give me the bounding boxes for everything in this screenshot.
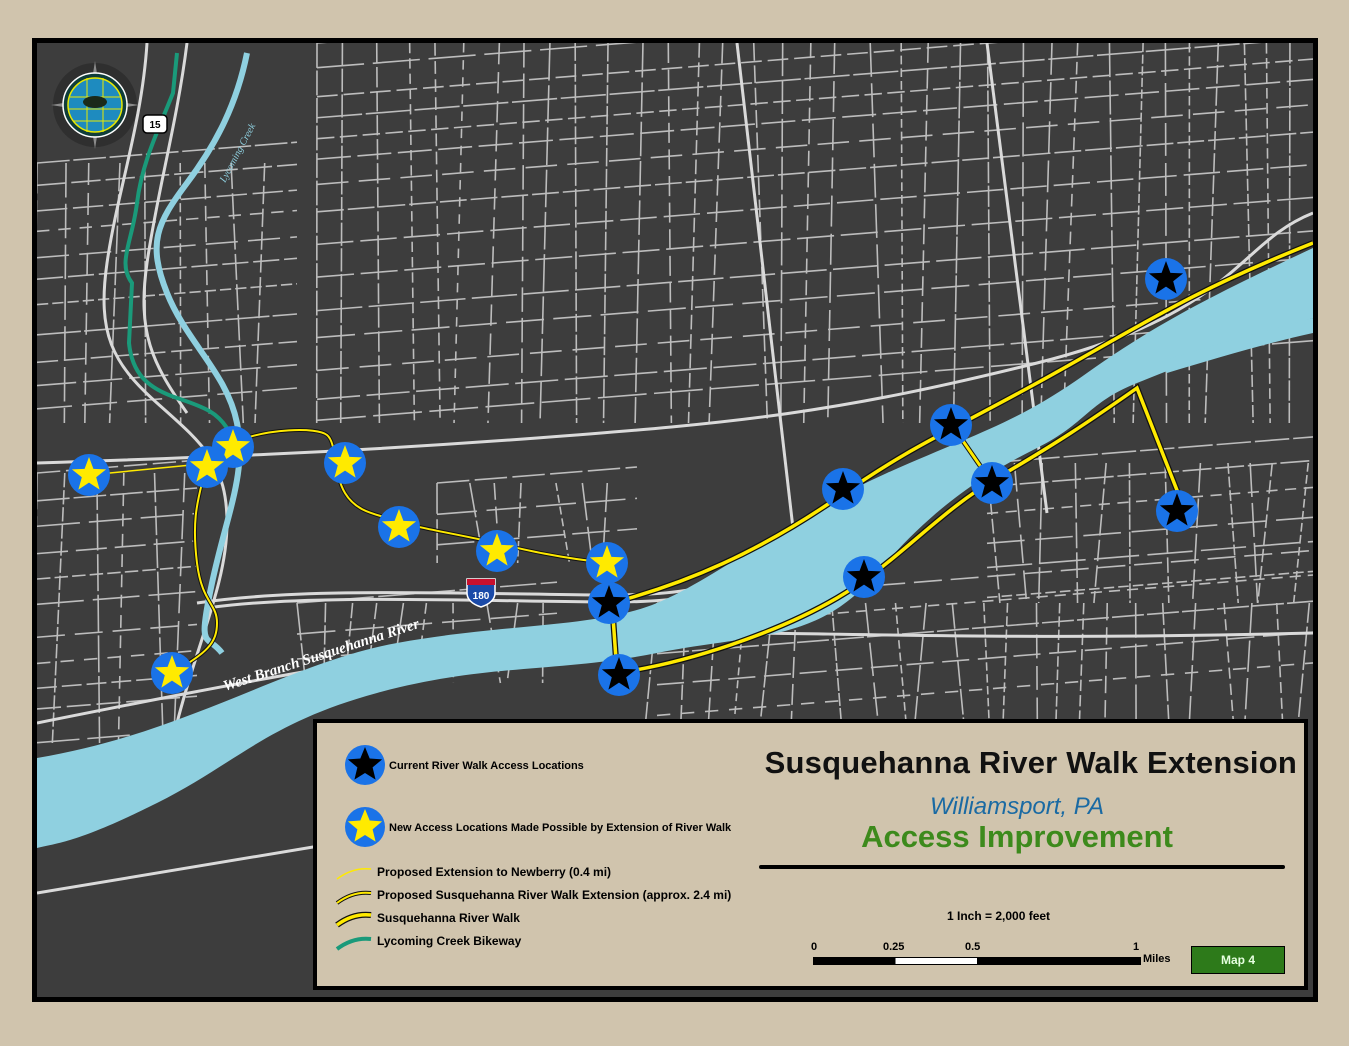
current-access-marker-4[interactable] [822,468,864,510]
proposed-river-walk-extension [171,428,610,675]
compass-rose-logo [51,61,139,149]
scale-tick-025: 0.25 [883,941,905,953]
lycoming-creek-bikeway [123,52,229,430]
new-access-marker-4[interactable] [324,442,366,484]
new-access-legend-icon [345,807,385,847]
legend-bikeway: Lycoming Creek Bikeway [377,934,522,948]
new-access-marker-3[interactable] [186,446,228,488]
scale-tick-1: 1 [1133,941,1140,953]
lycoming-creek [153,52,250,655]
creek-label: Lycoming Creek [217,121,258,185]
current-access-marker-6[interactable] [588,582,630,624]
current-access-marker-3[interactable] [971,462,1013,504]
map-subtitle: Access Improvement [861,819,1173,854]
current-access-legend-label: Current River Walk Access Locations [389,760,584,772]
us-route-15-shield: 15 [142,114,168,134]
scale-ratio: 1 Inch = 2,000 feet [947,909,1051,923]
svg-text:15: 15 [149,120,161,131]
legend-proposed-extension: Proposed Susquehanna River Walk Extensio… [377,888,732,902]
new-access-legend-label: New Access Locations Made Possible by Ex… [389,822,732,834]
new-access-marker-6[interactable] [476,530,518,572]
current-access-marker-2[interactable] [930,404,972,446]
map-city: Williamsport, PA [929,793,1105,820]
access-markers [68,258,1198,696]
current-access-marker-7[interactable] [598,654,640,696]
west-branch-susquehanna-river [37,248,1313,848]
scale-tick-0: 0 [811,941,818,953]
current-access-legend-icon [345,745,385,785]
new-access-marker-5[interactable] [378,506,420,548]
current-access-marker-5[interactable] [843,556,885,598]
current-access-marker-1[interactable] [1145,258,1187,300]
svg-text:180: 180 [473,591,490,602]
new-access-marker-8[interactable] [151,652,193,694]
map-title: Susquehanna River Walk Extension [764,745,1297,780]
title-divider [759,865,1285,869]
map-canvas[interactable]: Lycoming Creek West Branch Susquehanna R… [37,43,1313,997]
new-access-marker-1[interactable] [68,454,110,496]
line-legend-swatches [335,867,372,951]
scale-tick-05: 0.5 [965,941,981,953]
scale-unit: Miles [1143,953,1171,965]
map-number-badge: Map 4 [1191,946,1285,974]
legend-newberry-extension: Proposed Extension to Newberry (0.4 mi) [377,865,612,879]
interstate-180-shield: 180 [466,578,496,608]
river-channel-east [1157,318,1313,373]
new-access-marker-7[interactable] [586,542,628,584]
legend-panel: Current River Walk Access Locations New … [313,719,1308,990]
legend-river-walk: Susquehanna River Walk [377,911,520,925]
current-access-marker-8[interactable] [1156,490,1198,532]
scale-bar [813,957,1141,965]
